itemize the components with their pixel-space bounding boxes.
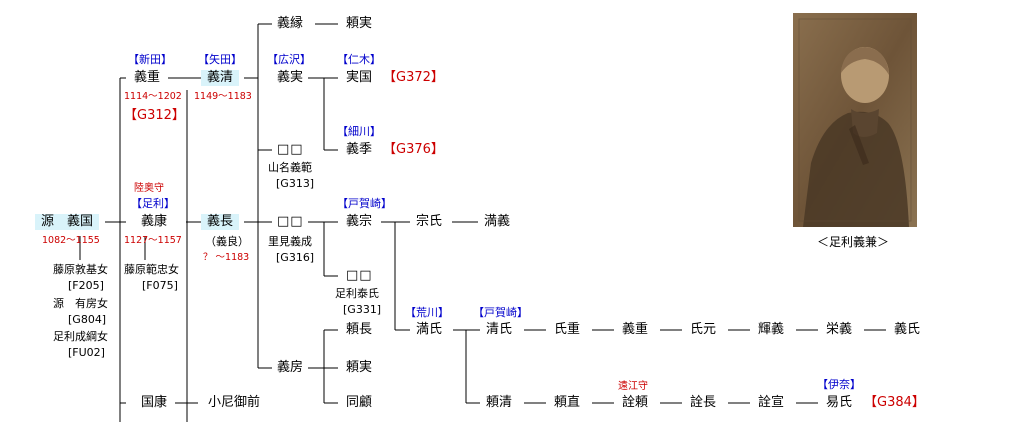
- mother-1-ref: [F205]: [68, 279, 104, 292]
- name-ashikaga-yasuuji: 足利泰氏: [335, 287, 379, 300]
- person-yoshisue: 義季: [346, 142, 373, 157]
- person-unknown-2: □□: [277, 214, 304, 229]
- person-kuniyasu: 国康: [141, 395, 168, 410]
- clan-label-ashikaga: 【足利】: [131, 197, 175, 210]
- person-mitsuyoshi: 満義: [484, 214, 511, 229]
- dates-yoshiyasu: 1127～1157: [124, 235, 182, 246]
- ref-yoshisue: 【G376】: [383, 142, 444, 157]
- name-yamana-yoshinori: 山名義範: [268, 161, 312, 174]
- clan-label-hosokawa: 【細川】: [337, 125, 381, 138]
- dates-yoshikuni: 1082～1155: [42, 235, 100, 246]
- mother-3-ref: [FU02]: [68, 346, 105, 359]
- person-yoshinaga: 義長: [201, 214, 240, 230]
- person-muneuji: 宗氏: [416, 214, 443, 229]
- person-yorizane: 頼実: [346, 360, 373, 375]
- ref-sanekuni: 【G372】: [383, 70, 444, 85]
- person-muneyoshi: 栄義: [826, 322, 853, 337]
- clan-label-nitta: 【新田】: [128, 53, 172, 66]
- mother-3: 足利成綱女: [53, 330, 108, 343]
- person-akinobu: 詮宣: [758, 395, 785, 410]
- person-yasuuji: 易氏: [826, 395, 853, 410]
- ref-ashikaga-yasuuji: [G331]: [343, 303, 382, 316]
- alias-yoshinaga: （義良）: [205, 235, 249, 248]
- person-mitsuuji: 満氏: [416, 322, 443, 337]
- clan-label-togasaki-1: 【戸賀崎】: [337, 197, 392, 210]
- person-yoshishige-2: 義重: [622, 322, 649, 337]
- portrait-caption: ＜足利義兼＞: [817, 235, 890, 249]
- clan-label-hirosawa: 【広沢】: [267, 53, 311, 66]
- person-koama: 小尼御前: [208, 395, 261, 410]
- person-yorinao: 頼直: [554, 395, 581, 410]
- clan-label-togasaki-2: 【戸賀崎】: [473, 306, 528, 319]
- ref-yoshishige: 【G312】: [124, 108, 185, 123]
- person-unknown-1: □□: [277, 142, 304, 157]
- name-satomi-yoshinari: 里見義成: [268, 235, 312, 248]
- person-teruyoshi: 輝義: [758, 322, 785, 337]
- person-kiyouji: 清氏: [486, 322, 513, 337]
- person-yorikiyo: 頼清: [486, 395, 513, 410]
- person-yoshiuji: 義氏: [894, 322, 921, 337]
- person-yoshikiyo: 義清: [201, 70, 240, 86]
- mother-2-ref: [G804]: [68, 313, 107, 326]
- person-yoshizane: 義実: [277, 70, 304, 85]
- title-akiyori: 遠江守: [618, 381, 648, 392]
- person-yoshiyori: 義縁: [277, 16, 304, 31]
- mother-1: 藤原敦基女: [53, 263, 108, 276]
- person-unknown-3: □□: [346, 268, 373, 283]
- clan-label-arakawa: 【荒川】: [405, 306, 449, 319]
- ref-satomi: [G316]: [276, 251, 315, 264]
- mother-4-ref: [F075]: [142, 279, 178, 292]
- person-yoshishige: 義重: [134, 70, 161, 85]
- person-yoshikuni: 源 義国: [35, 214, 100, 230]
- person-ujimoto: 氏元: [690, 322, 717, 337]
- person-akinaga: 詮長: [690, 395, 717, 410]
- clan-label-yada: 【矢田】: [198, 53, 242, 66]
- person-yorizane-top: 頼実: [346, 16, 373, 31]
- person-yoshimune: 義宗: [346, 214, 373, 229]
- person-ujishige: 氏重: [554, 322, 581, 337]
- dates-yoshinaga: ？ ～1183: [203, 252, 250, 263]
- title-yoshiyasu: 陸奥守: [134, 183, 164, 194]
- ref-yamana: [G313]: [276, 177, 315, 190]
- person-sanekuni: 実国: [346, 70, 373, 85]
- mother-2: 源 有房女: [53, 297, 108, 310]
- person-dougan: 同顧: [346, 395, 373, 410]
- person-yorinaga: 頼長: [346, 322, 373, 337]
- person-yoshiyasu: 義康: [141, 214, 168, 229]
- dates-yoshishige: 1114～1202: [124, 91, 182, 102]
- mother-4: 藤原範忠女: [124, 263, 179, 276]
- clan-label-niki: 【仁木】: [337, 53, 381, 66]
- clan-label-ina: 【伊奈】: [817, 378, 861, 391]
- person-yoshifusa: 義房: [277, 360, 304, 375]
- person-akiyori: 詮頼: [622, 395, 649, 410]
- ref-yasuuji: 【G384】: [864, 395, 925, 410]
- portrait-image: [793, 13, 917, 227]
- dates-yoshikiyo: 1149～1183: [194, 91, 252, 102]
